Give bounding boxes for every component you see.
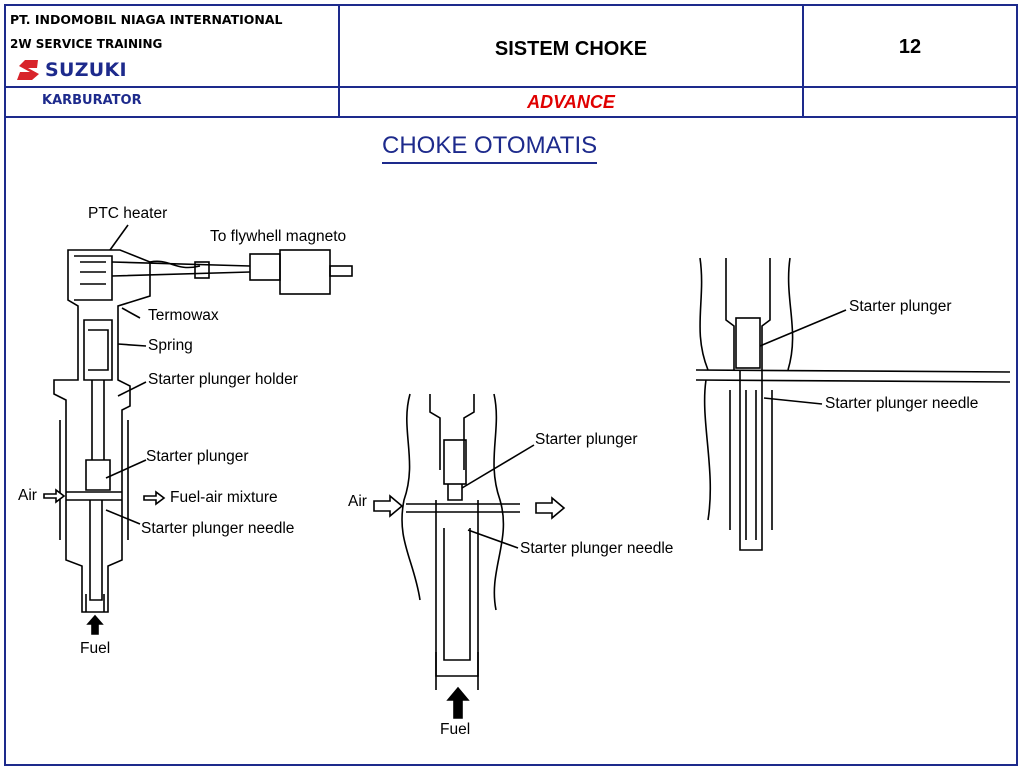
section-label: KARBURATOR (42, 93, 142, 108)
label-fuel-2: Fuel (440, 721, 471, 738)
slide-frame: PT. INDOMOBIL NIAGA INTERNATIONAL 2W SER… (4, 4, 1018, 766)
page-title: SISTEM CHOKE (494, 38, 648, 60)
label-plunger-needle-3: Starter plunger needle (825, 395, 979, 412)
label-spring: Spring (148, 337, 193, 354)
label-air-2: Air (348, 493, 367, 510)
page-number: 12 (898, 36, 922, 58)
company-name: PT. INDOMOBIL NIAGA INTERNATIONAL (10, 12, 283, 27)
label-fuel-1: Fuel (80, 640, 111, 657)
empty-cell (804, 88, 1016, 118)
label-starter-plunger-3: Starter plunger (849, 298, 952, 315)
label-air-1: Air (18, 487, 37, 504)
title-cell: SISTEM CHOKE (340, 6, 804, 88)
label-fuel-air-mixture: Fuel-air mixture (170, 489, 278, 506)
label-termowax: Termowax (148, 307, 219, 324)
suzuki-s-icon (17, 60, 39, 80)
section-cell: KARBURATOR (6, 88, 340, 118)
label-to-flywheel: To flywhell magneto (210, 228, 347, 245)
logo-text: SUZUKI (45, 59, 127, 81)
suzuki-logo: SUZUKI (16, 58, 127, 82)
label-starter-plunger-2: Starter plunger (535, 431, 638, 448)
label-ptc-heater: PTC heater (88, 205, 168, 222)
content-title: CHOKE OTOMATIS (382, 132, 598, 164)
label-starter-plunger-1: Starter plunger (146, 448, 249, 465)
label-plunger-needle-2: Starter plunger needle (520, 540, 674, 557)
training-name: 2W SERVICE TRAINING (10, 37, 163, 51)
label-plunger-holder: Starter plunger holder (148, 371, 298, 388)
page-number-cell: 12 (804, 6, 1016, 88)
level-label: ADVANCE (527, 92, 615, 112)
label-plunger-needle-1: Starter plunger needle (141, 520, 295, 537)
company-cell: PT. INDOMOBIL NIAGA INTERNATIONAL 2W SER… (6, 6, 340, 88)
level-cell: ADVANCE (340, 88, 804, 118)
